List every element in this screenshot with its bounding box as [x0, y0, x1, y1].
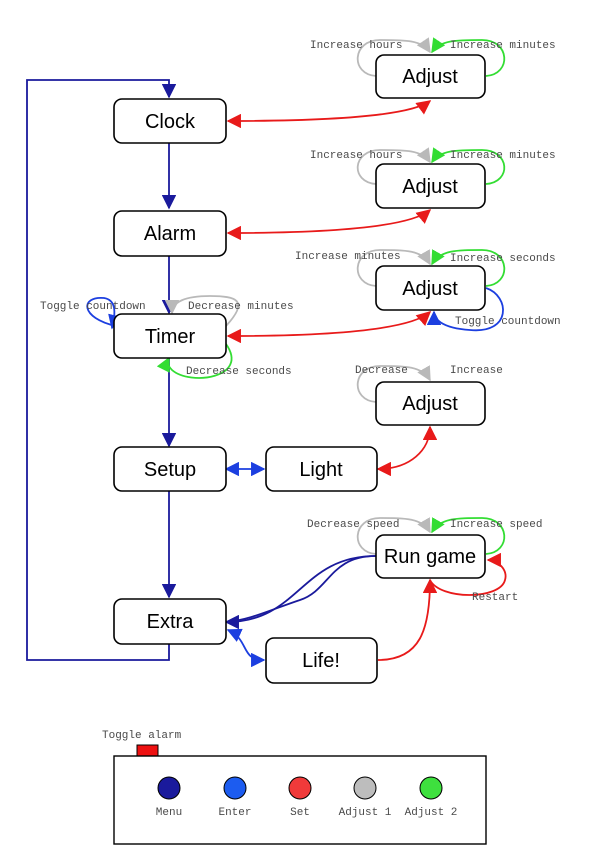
node-adjust-timer-label: Adjust — [402, 278, 458, 300]
edge-game-to-extra-b — [225, 555, 377, 623]
node-adjust-alarm: Adjust — [375, 163, 486, 209]
set-edges — [226, 100, 507, 661]
adjust1-button[interactable] — [353, 776, 377, 800]
node-timer-label: Timer — [145, 326, 196, 348]
device-body — [113, 755, 487, 845]
label-timer-increase-minutes: Increase minutes — [295, 251, 401, 263]
toggle-alarm-button[interactable] — [136, 744, 159, 757]
edge-timer-adjust-toggle-loop — [426, 287, 504, 332]
loop-timer-decrease-seconds — [156, 343, 233, 379]
node-extra-box — [113, 598, 227, 645]
edge-timer-adjust — [226, 311, 432, 344]
menu-button-label: Menu — [156, 807, 182, 819]
label-light-increase: Increase — [450, 365, 503, 377]
node-light: Light — [265, 446, 378, 492]
node-alarm-label: Alarm — [144, 223, 196, 245]
adjust1-button-label: Adjust 1 — [339, 807, 392, 819]
node-clock-label: Clock — [145, 111, 196, 133]
label-game-increase-speed: Increase speed — [450, 519, 542, 531]
edge-labels: Increase hours Increase minutes Increase… — [40, 40, 561, 604]
edge-extra-to-clock — [26, 79, 177, 661]
edge-game-restart-loop — [429, 552, 507, 596]
menu-button[interactable] — [157, 776, 181, 800]
edge-timer-toggle-loop — [86, 297, 123, 330]
node-extra: Extra — [113, 598, 227, 645]
node-light-label: Light — [299, 459, 343, 481]
adjust1-edges — [164, 37, 431, 555]
loop-timer-adjust-right — [431, 249, 506, 287]
loop-timer-decrease-minutes — [164, 295, 240, 327]
node-clock: Clock — [113, 98, 227, 144]
node-adjust-timer: Adjust — [375, 265, 486, 311]
label-alarm-increase-minutes: Increase minutes — [450, 150, 556, 162]
node-run-game: Run game — [375, 534, 486, 579]
adjust2-button[interactable] — [419, 776, 443, 800]
adjust2-button-label: Adjust 2 — [405, 807, 458, 819]
node-adjust-clock: Adjust — [375, 54, 486, 99]
set-button[interactable] — [288, 776, 312, 800]
label-alarm-increase-hours: Increase hours — [310, 150, 402, 162]
node-adjust-light-box — [375, 381, 486, 426]
edge-life-to-game — [377, 578, 438, 661]
label-timer-decrease-minutes: Decrease minutes — [188, 301, 294, 313]
adjust2-edges — [156, 37, 506, 555]
enter-edges — [86, 287, 504, 668]
node-adjust-alarm-label: Adjust — [402, 176, 458, 198]
label-game-decrease-speed: Decrease speed — [307, 519, 399, 531]
node-light-box — [265, 446, 378, 492]
loop-timer-adjust-left — [356, 249, 431, 287]
node-adjust-light-label: Adjust — [402, 393, 458, 415]
node-alarm-box — [113, 210, 227, 257]
label-timer-decrease-seconds: Decrease seconds — [186, 366, 292, 378]
label-game-restart: Restart — [472, 592, 518, 604]
node-adjust-light: Adjust — [375, 381, 486, 426]
label-clock-increase-hours: Increase hours — [310, 40, 402, 52]
node-adjust-timer-box — [375, 265, 486, 311]
node-life-label: Life! — [302, 650, 340, 672]
toggle-alarm-label: Toggle alarm — [102, 730, 182, 742]
loop-alarm-adjust-left — [356, 147, 431, 185]
node-extra-label: Extra — [147, 611, 195, 633]
loop-clock-adjust-right — [431, 37, 506, 77]
node-adjust-clock-label: Adjust — [402, 66, 458, 88]
node-alarm: Alarm — [113, 210, 227, 257]
node-setup: Setup — [113, 446, 227, 492]
edge-game-to-extra-a — [224, 555, 377, 630]
label-timer-increase-seconds: Increase seconds — [450, 253, 556, 265]
loop-game-left — [356, 517, 431, 555]
node-life-box — [265, 637, 378, 684]
edge-light-adjust — [376, 425, 438, 477]
set-button-label: Set — [290, 807, 310, 819]
edge-alarm-adjust — [226, 209, 432, 241]
node-timer-box — [113, 313, 227, 359]
enter-button[interactable] — [223, 776, 247, 800]
loop-game-right — [431, 517, 506, 555]
node-timer: Timer — [113, 313, 227, 359]
label-clock-increase-minutes: Increase minutes — [450, 40, 556, 52]
enter-button-label: Enter — [218, 807, 251, 819]
node-clock-box — [113, 98, 227, 144]
node-setup-box — [113, 446, 227, 492]
node-run-game-box — [375, 534, 486, 579]
loop-light-adjust-left — [356, 365, 431, 403]
loop-alarm-adjust-right — [431, 147, 506, 185]
label-timer-toggle-countdown: Toggle countdown — [40, 301, 146, 313]
device-panel: Toggle alarm Menu Enter Set Adjust 1 Adj… — [102, 730, 487, 845]
node-adjust-alarm-box — [375, 163, 486, 209]
label-light-decrease: Decrease — [355, 365, 408, 377]
node-setup-label: Setup — [144, 459, 196, 481]
node-run-game-label: Run game — [384, 546, 476, 568]
node-adjust-clock-box — [375, 54, 486, 99]
edge-extra-to-life — [226, 628, 266, 668]
edge-clock-adjust — [226, 100, 432, 129]
label-timer-adjust-toggle-countdown: Toggle countdown — [455, 316, 561, 328]
node-life: Life! — [265, 637, 378, 684]
loop-clock-adjust-left — [356, 37, 431, 77]
